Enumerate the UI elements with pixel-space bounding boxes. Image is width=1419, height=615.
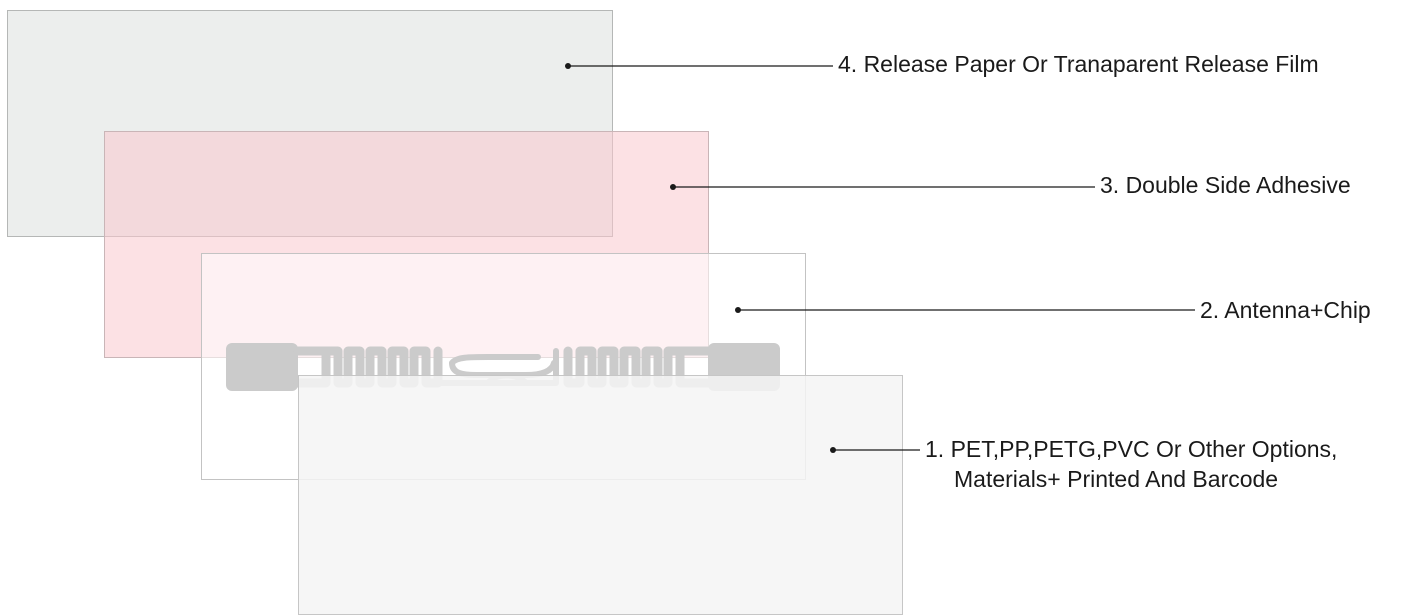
- leader-dot-3: [670, 184, 676, 190]
- leader-dot-1: [830, 447, 836, 453]
- leader-lines: [565, 63, 1195, 453]
- label-double-side-adhesive: 3. Double Side Adhesive: [1100, 172, 1351, 198]
- label-release-paper: 4. Release Paper Or Tranaparent Release …: [838, 51, 1319, 77]
- label-antenna-chip: 2. Antenna+Chip: [1200, 297, 1371, 323]
- label-materials-line2: Materials+ Printed And Barcode: [954, 466, 1279, 492]
- layer-pet-material: [298, 375, 903, 615]
- label-materials-line1: 1. PET,PP,PETG,PVC Or Other Options,: [925, 436, 1338, 462]
- leader-dot-4: [565, 63, 571, 69]
- leader-dot-2: [735, 307, 741, 313]
